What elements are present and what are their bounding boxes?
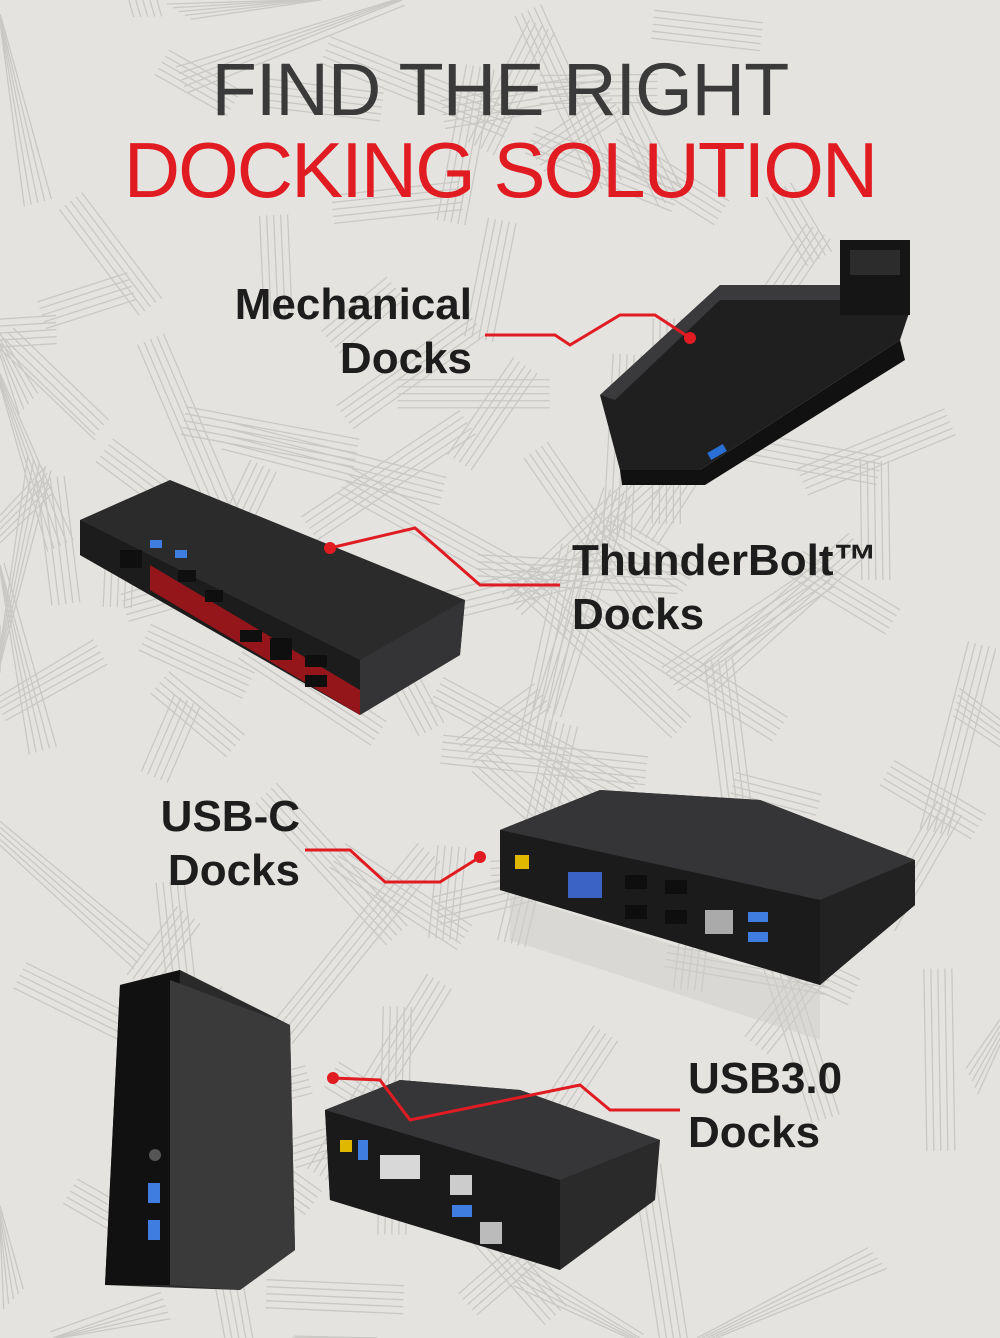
title-line-2: DOCKING SOLUTION [123,126,878,214]
mechanical-dock-image [600,240,910,485]
label-line-2: Docks [167,846,300,895]
label-line-1: USB3.0 [688,1054,843,1103]
usb3-connector-line [332,1076,680,1122]
label-usb3-docks: USB3.0 Docks [688,1052,842,1160]
usb3-connector-dot [327,1072,339,1084]
thunderbolt-dock-image [80,480,465,715]
label-line-1: USB-C [160,792,300,841]
mechanical-connector-line [485,313,691,347]
mechanical-connector-dot [684,332,696,344]
label-line-2: Docks [572,590,705,639]
usbc-dock-image [500,790,915,1040]
label-line-1: Mechanical [234,280,472,329]
usbc-connector-line [305,848,481,884]
usb3-docks-image [105,970,660,1290]
title-line-1: FIND THE RIGHT [211,48,790,131]
label-thunderbolt-docks: ThunderBolt™ Docks [572,534,878,642]
label-line-1: ThunderBolt™ [572,536,878,585]
label-mechanical-docks: Mechanical Docks [220,278,472,386]
thunderbolt-connector-line [329,526,560,587]
label-line-2: Docks [339,334,472,383]
usbc-connector-dot [474,851,486,863]
label-line-2: Docks [688,1108,821,1157]
thunderbolt-connector-dot [324,542,336,554]
label-usbc-docks: USB-C Docks [150,790,300,898]
